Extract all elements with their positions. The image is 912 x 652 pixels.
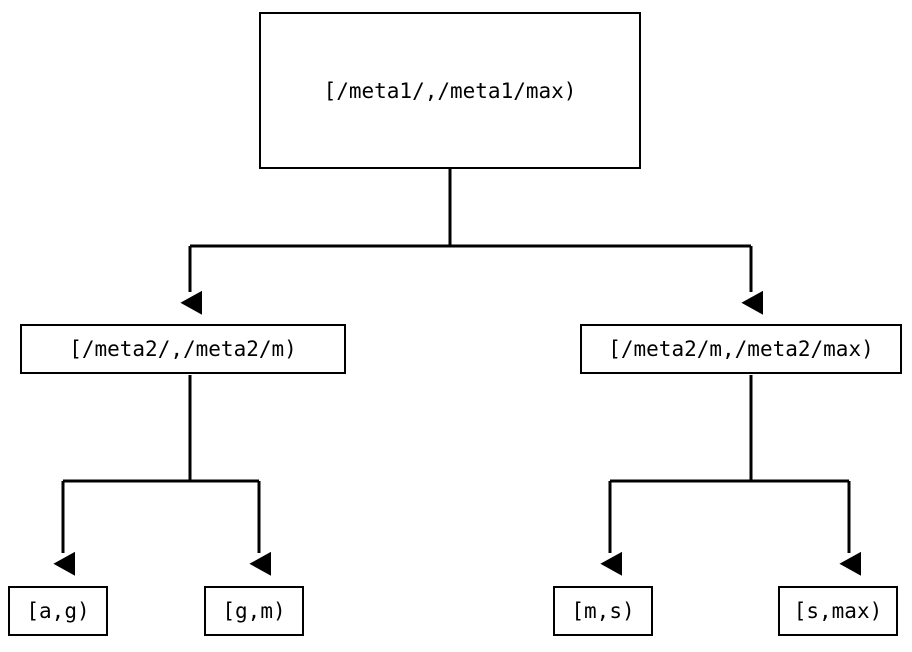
node-leaf-1: [a,g) [8, 586, 108, 636]
node-leaf-4: [s,max) [778, 586, 898, 636]
node-mid-right: [/meta2/m,/meta2/max) [580, 324, 902, 374]
node-leaf-2: [g,m) [204, 586, 304, 636]
node-mid-left: [/meta2/,/meta2/m) [20, 324, 346, 374]
node-root: [/meta1/,/meta1/max) [259, 12, 641, 169]
node-leaf-3: [m,s) [553, 586, 653, 636]
